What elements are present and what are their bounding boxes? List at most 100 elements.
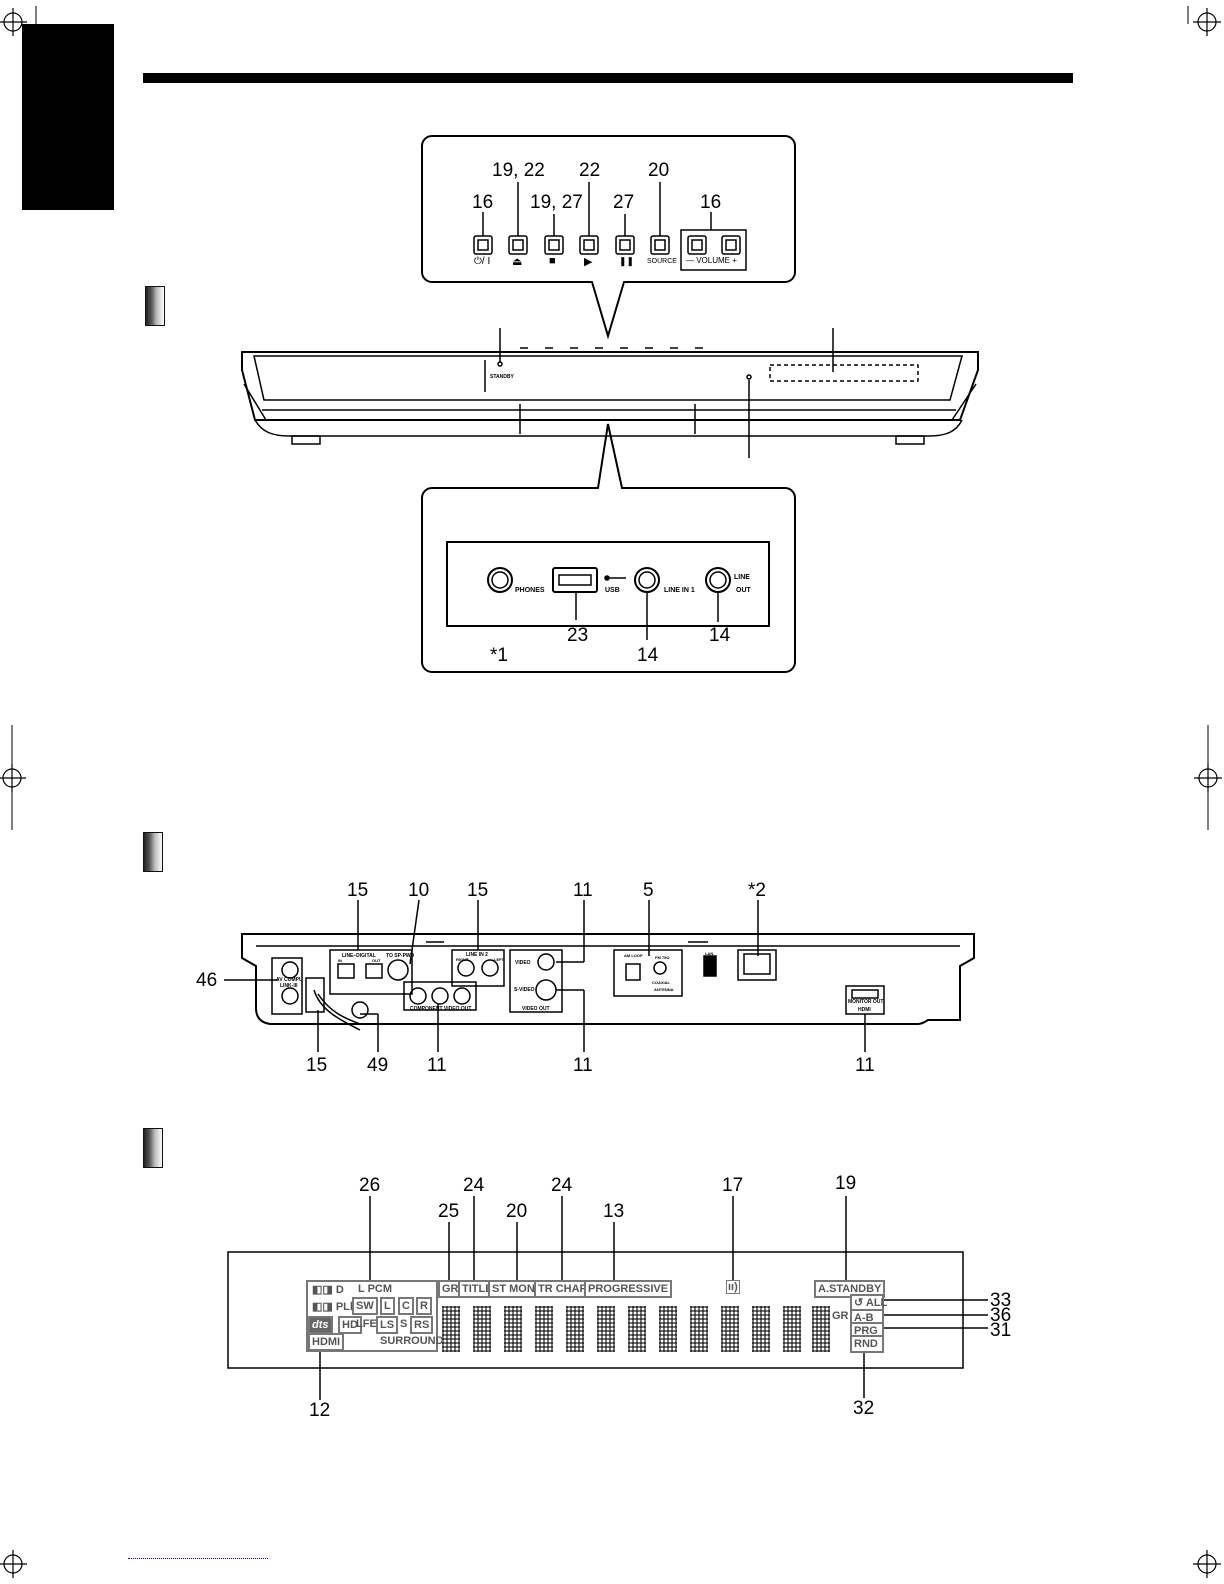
out-label: OUT bbox=[736, 587, 751, 594]
lpcm-indicator: L PCM bbox=[358, 1283, 393, 1295]
segment-digit bbox=[566, 1306, 584, 1352]
disp-callout-12: 12 bbox=[309, 1400, 331, 1421]
dolby-digital-indicator: ◧◨ D bbox=[312, 1284, 344, 1296]
rear-panel-drawing bbox=[224, 899, 975, 1052]
segment-digit bbox=[504, 1306, 522, 1352]
callout-27: 27 bbox=[613, 192, 635, 213]
prologic-indicator: ◧◨ PLⅡ bbox=[312, 1301, 356, 1313]
rear-label-in: IN bbox=[338, 958, 342, 963]
rear-label-out: OUT bbox=[372, 958, 381, 963]
rear-callout-11d: 11 bbox=[855, 1055, 875, 1076]
sw-indicator: SW bbox=[352, 1297, 378, 1315]
callout-phones: *1 bbox=[490, 645, 508, 666]
disp-callout-20: 20 bbox=[506, 1201, 528, 1222]
callout-22: 22 bbox=[579, 160, 601, 181]
callout-19-22: 19, 22 bbox=[492, 160, 545, 181]
lfe-indicator: LFE bbox=[356, 1318, 377, 1330]
power-label: ⏻/ I bbox=[474, 256, 491, 267]
eject-icon: ⏏ bbox=[512, 256, 523, 268]
display-window-drawing bbox=[227, 1196, 988, 1400]
section-marker-rear bbox=[143, 832, 163, 872]
rear-label-right: RIGHT bbox=[456, 957, 469, 962]
segment-digit bbox=[812, 1306, 830, 1352]
rear-label-link: LINK-III bbox=[280, 983, 298, 989]
callout-line-out: 14 bbox=[709, 625, 731, 646]
usb-label: USB bbox=[605, 587, 620, 594]
rear-callout-15c: 15 bbox=[306, 1055, 328, 1076]
rnd-indicator: RND bbox=[850, 1335, 884, 1353]
callout-20: 20 bbox=[648, 160, 670, 181]
line-in-1-label: LINE IN 1 bbox=[664, 587, 695, 594]
source-label: SOURCE bbox=[647, 258, 677, 265]
hd-indicator: HD bbox=[338, 1316, 362, 1334]
rear-label-line-digital: LINE–DIGITAL bbox=[342, 953, 376, 959]
rear-label-lan: LAN bbox=[705, 951, 714, 956]
rear-callout-46: 46 bbox=[196, 970, 218, 991]
disp-callout-31: 31 bbox=[990, 1320, 1012, 1341]
front-panel-drawing bbox=[241, 135, 979, 673]
segment-digit bbox=[442, 1306, 460, 1352]
segment-digit bbox=[535, 1306, 553, 1352]
rear-label-video: VIDEO bbox=[515, 960, 531, 966]
header-rule bbox=[143, 73, 1073, 83]
a-standby-indicator: A.STANDBY bbox=[814, 1280, 886, 1298]
rear-label-fm: FM 75Ω bbox=[655, 955, 670, 960]
rear-label-av-compu: AV COMPU bbox=[276, 977, 303, 983]
segment-digit bbox=[783, 1306, 801, 1352]
c-indicator: C bbox=[398, 1297, 414, 1315]
rear-label-sp-pwd: TO SP-PWD bbox=[386, 953, 415, 959]
rear-label-s-video: S-VIDEO bbox=[514, 987, 535, 993]
rear-callout-10: 10 bbox=[408, 880, 430, 901]
segment-digit bbox=[597, 1306, 615, 1352]
dts-indicator: dts bbox=[308, 1316, 333, 1334]
segment-digit bbox=[690, 1306, 708, 1352]
rear-callout-5: 5 bbox=[643, 880, 654, 901]
pause-icon: ❚❚ bbox=[619, 256, 635, 266]
rear-label-hdmi: HDMI bbox=[858, 1007, 871, 1013]
rear-label-video-out: VIDEO OUT bbox=[522, 1006, 550, 1012]
rear-label-antenna: ANTENNA bbox=[654, 987, 674, 992]
rear-label-component: COMPONENT VIDEO OUT bbox=[410, 1006, 472, 1012]
rear-label-coaxial: COAXIAL bbox=[652, 980, 670, 985]
rear-callout-15b: 15 bbox=[467, 880, 489, 901]
rear-label-left: LEFT bbox=[494, 957, 504, 962]
callout-16-power: 16 bbox=[472, 192, 494, 213]
segment-digit bbox=[628, 1306, 646, 1352]
rear-callout-star2: *2 bbox=[748, 880, 766, 901]
disp-callout-26: 26 bbox=[359, 1175, 381, 1196]
section-marker-display bbox=[143, 1128, 163, 1168]
r-indicator: R bbox=[416, 1297, 432, 1315]
ls-indicator: LS bbox=[376, 1316, 399, 1334]
disp-callout-32: 32 bbox=[853, 1398, 875, 1419]
section-tab bbox=[22, 24, 114, 210]
callout-16-volume: 16 bbox=[700, 192, 722, 213]
callout-19-27: 19, 27 bbox=[530, 192, 583, 213]
rear-label-line-in-2: LINE IN 2 bbox=[466, 952, 488, 958]
s-indicator: S bbox=[400, 1318, 408, 1330]
rear-callout-49: 49 bbox=[367, 1055, 389, 1076]
standby-label: STANDBY bbox=[490, 374, 514, 380]
callout-usb: 23 bbox=[567, 625, 589, 646]
signal-icon: ıı) bbox=[726, 1280, 740, 1294]
line-label: LINE bbox=[734, 574, 750, 581]
segment-digit bbox=[659, 1306, 677, 1352]
segment-digit bbox=[752, 1306, 770, 1352]
segment-digit bbox=[473, 1306, 491, 1352]
repeat-all-indicator: ↺ ALL bbox=[850, 1294, 887, 1312]
rear-callout-11b: 11 bbox=[427, 1055, 447, 1076]
audio-format-indicators: ◧◨ D L PCM ◧◨ PLⅡ SW L C R dts HD LFE LS… bbox=[306, 1280, 444, 1352]
phones-label: PHONES bbox=[515, 587, 545, 594]
title-indicator: TITLE bbox=[458, 1280, 497, 1298]
footer-rule bbox=[128, 1558, 268, 1560]
rear-callout-11c: 11 bbox=[573, 1055, 593, 1076]
disp-callout-25: 25 bbox=[438, 1201, 460, 1222]
tr-chap-indicator: TR CHAP bbox=[534, 1280, 591, 1298]
disp-callout-19: 19 bbox=[835, 1173, 857, 1194]
callout-line-in-1: 14 bbox=[637, 645, 659, 666]
segment-digit bbox=[721, 1306, 739, 1352]
section-marker-front bbox=[145, 286, 165, 326]
l-indicator: L bbox=[380, 1297, 395, 1315]
rear-callout-11: 11 bbox=[573, 880, 593, 901]
disp-callout-36: 36 bbox=[990, 1305, 1012, 1326]
